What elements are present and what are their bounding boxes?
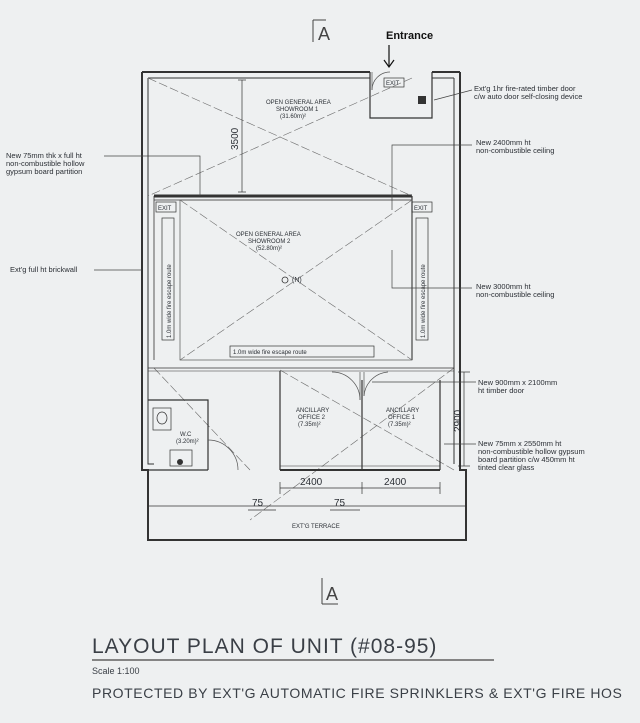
- exit-sign-left-label: EXIT: [158, 206, 172, 212]
- ancillary-2-line1: ANCILLARY: [296, 408, 329, 414]
- ancillary-2-line2: OFFICE 2: [298, 415, 326, 421]
- escape-route-left: 1.0m wide fire escape route: [161, 217, 175, 341]
- annotation-gypsum-glass: New 75mm x 2550mm ht non-combustible hol…: [444, 439, 585, 472]
- showroom-2-ceiling: [179, 199, 413, 361]
- dimension-2400-left-label: 2400: [300, 477, 323, 488]
- showroom-1-label: OPEN GENERAL AREA SHOWROOM 1 (31.60m)²: [266, 100, 331, 120]
- annotation-timber-door-line2: ht timber door: [478, 386, 525, 395]
- annotation-ceiling-2400: New 2400mm ht non-combustible ceiling: [391, 138, 554, 210]
- showroom-1-area: (31.60m)²: [280, 114, 306, 120]
- escape-route-bottom: 1.0m wide fire escape route: [229, 345, 375, 358]
- north-indicator: (N): [281, 276, 302, 284]
- dimension-2900: 2900: [453, 371, 470, 467]
- toilet-bowl-icon: [156, 411, 168, 425]
- annotation-gypsum-partition-line3: gypsum board partition: [6, 167, 82, 176]
- section-marker-top-label: A: [318, 24, 330, 44]
- dimension-2900-label: 2900: [453, 409, 464, 432]
- north-icon: [281, 276, 289, 284]
- basin-icon: [169, 449, 193, 467]
- lower-partition: [148, 367, 454, 372]
- annotation-ceiling-3000-line1: New 3000mm ht: [476, 282, 532, 291]
- dimension-75: 75 75: [248, 498, 360, 511]
- exit-sign-right: EXIT: [411, 201, 433, 213]
- annotation-brickwall: Ext'g full ht brickwall: [10, 265, 142, 274]
- annotation-ceiling-2400-line1: New 2400mm ht: [476, 138, 532, 147]
- wc-label: W.C (3.20m)²: [176, 432, 199, 445]
- annotation-gypsum-partition: New 75mm thk x full ht non-combustible h…: [6, 151, 201, 196]
- ancillary-2-label: ANCILLARY OFFICE 2 (7.35m)²: [296, 408, 329, 428]
- wc-line1: W.C: [180, 432, 192, 438]
- ancillary-2-area: (7.35m)²: [298, 422, 321, 428]
- dimension-75-left-label: 75: [252, 498, 264, 509]
- plan-subtitle: PROTECTED BY EXT'G AUTOMATIC FIRE SPRINK…: [92, 685, 622, 701]
- ancillary-1-area: (7.35m)²: [388, 422, 411, 428]
- showroom-2-label: OPEN GENERAL AREA SHOWROOM 2 (52.80m)²: [236, 232, 301, 252]
- ancillary-1-label: ANCILLARY OFFICE 1 (7.35m)²: [386, 408, 419, 428]
- section-marker-bottom: A: [321, 578, 338, 605]
- annotation-ceiling-3000-line2: non-combustible ceiling: [476, 290, 554, 299]
- exit-sign-left: EXIT: [155, 201, 177, 213]
- terrace-label: EXT'G TERRACE: [292, 524, 340, 530]
- plan-scale: Scale 1:100: [92, 666, 140, 676]
- showroom-2-line2: SHOWROOM 2: [248, 239, 291, 245]
- ancillary-1-line2: OFFICE 1: [388, 415, 416, 421]
- exit-sign-entrance-label: EXIT: [386, 81, 400, 87]
- annotation-timber-door: New 900mm x 2100mm ht timber door: [372, 378, 557, 395]
- escape-route-left-label: 1.0m wide fire escape route: [167, 264, 173, 338]
- wc-area: (3.20m)²: [176, 439, 199, 445]
- annotation-fire-door-line1: Ext'g 1hr fire-rated timber door: [474, 84, 576, 93]
- annotation-gypsum-partition-line2: non-combustible hollow: [6, 159, 85, 168]
- entrance-label: Entrance: [386, 30, 433, 42]
- escape-route-bottom-label: 1.0m wide fire escape route: [233, 350, 307, 356]
- showroom-2-line1: OPEN GENERAL AREA: [236, 232, 301, 238]
- dimension-3500: 3500: [230, 79, 246, 193]
- toilet-cistern-icon: [152, 407, 172, 431]
- dimension-75-right-label: 75: [334, 498, 346, 509]
- showroom-1-line1: OPEN GENERAL AREA: [266, 100, 331, 106]
- fire-hose-reel-icon: [418, 96, 426, 104]
- annotation-gypsum-glass-line2: non-combustible hollow gypsum: [478, 447, 585, 456]
- outer-walls: [141, 71, 467, 541]
- annotation-gypsum-glass-line4: tinted clear glass: [478, 463, 535, 472]
- showroom-1-line2: SHOWROOM 1: [276, 107, 319, 113]
- escape-route-right: 1.0m wide fire escape route: [415, 217, 429, 341]
- lower-area-cross: [153, 367, 455, 521]
- annotation-fire-door-line2: c/w auto door self-closing device: [474, 92, 582, 101]
- escape-route-right-label: 1.0m wide fire escape route: [421, 264, 427, 338]
- annotation-gypsum-partition-line1: New 75mm thk x full ht: [6, 151, 83, 160]
- ancillary-1-line1: ANCILLARY: [386, 408, 419, 414]
- wc-room: [148, 399, 239, 471]
- dimension-2400: 2400 2400: [279, 477, 441, 494]
- exit-sign-right-label: EXIT: [414, 206, 428, 212]
- exit-sign-entrance: EXIT: [383, 77, 405, 88]
- annotation-fire-door: Ext'g 1hr fire-rated timber door c/w aut…: [433, 84, 582, 101]
- north-label: (N): [292, 277, 302, 284]
- annotation-gypsum-glass-line1: New 75mm x 2550mm ht: [478, 439, 562, 448]
- annotation-timber-door-line1: New 900mm x 2100mm: [478, 378, 557, 387]
- entrance-arrow-icon: [383, 45, 395, 69]
- entrance-door: [369, 71, 433, 119]
- annotation-gypsum-glass-line3: board partition c/w 450mm ht: [478, 455, 576, 464]
- annotation-brickwall-label: Ext'g full ht brickwall: [10, 265, 78, 274]
- showroom-2-cross: [179, 199, 413, 361]
- section-marker-top: A: [312, 19, 330, 44]
- showroom-1-cross: [147, 77, 413, 197]
- showroom-2-area: (52.80m)²: [256, 246, 282, 252]
- dimension-3500-label: 3500: [230, 127, 241, 150]
- section-marker-bottom-label: A: [326, 584, 338, 604]
- annotation-ceiling-2400-line2: non-combustible ceiling: [476, 146, 554, 155]
- dimension-2400-right-label: 2400: [384, 477, 407, 488]
- plan-title: LAYOUT PLAN OF UNIT (#08-95): [92, 635, 437, 658]
- annotation-ceiling-3000: New 3000mm ht non-combustible ceiling: [391, 250, 554, 299]
- ancillary-offices: [279, 371, 441, 471]
